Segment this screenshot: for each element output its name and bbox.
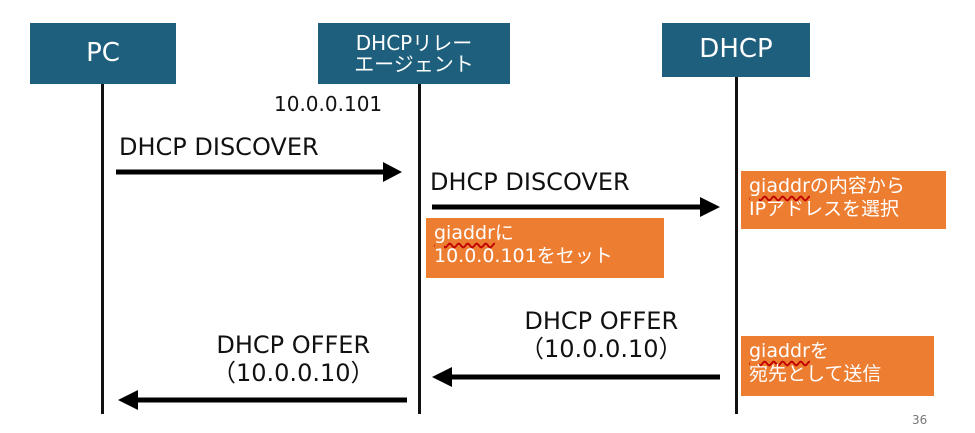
- note-server-select-line2: IPアドレスを選択: [749, 197, 900, 220]
- offer-label-server-to-relay-line2: （10.0.0.10）: [520, 334, 683, 363]
- giaddr-term: giaddr: [749, 175, 810, 197]
- offer-label-server-to-relay: DHCP OFFER （10.0.0.10）: [520, 307, 683, 363]
- note-relay-set-line2: 10.0.0.101をセット: [434, 244, 613, 267]
- dhcp-server-lifeline: [735, 77, 738, 414]
- offer-label-server-to-relay-line1: DHCP OFFER: [524, 307, 679, 335]
- relay-agent-label-line1: DHCPリレー: [355, 30, 473, 55]
- offer-label-relay-to-pc-line2: （10.0.0.10）: [212, 358, 375, 387]
- relay-agent-lifeline: [418, 84, 421, 414]
- note-server-select-ip: giaddrの内容から IPアドレスを選択: [741, 171, 946, 229]
- relay-agent-label-line2: エージェント: [354, 51, 474, 76]
- note-server-destination-line2: 宛先として送信: [749, 362, 882, 385]
- dhcp-server-node: DHCP: [662, 23, 810, 77]
- note-relay-set-giaddr: giaddrに 10.0.0.101をセット: [426, 218, 664, 278]
- dhcp-server-label: DHCP: [699, 34, 773, 65]
- offer-label-relay-to-pc: DHCP OFFER （10.0.0.10）: [212, 331, 375, 387]
- giaddr-term: giaddr: [749, 340, 810, 362]
- page-number: 36: [912, 413, 928, 427]
- offer-label-relay-to-pc-line1: DHCP OFFER: [216, 331, 371, 359]
- pc-node-label: PC: [86, 37, 120, 68]
- note-server-destination: giaddrを 宛先として送信: [741, 336, 934, 396]
- discover-label-pc-to-relay: DHCP DISCOVER: [119, 133, 319, 161]
- pc-node: PC: [30, 23, 176, 84]
- pc-lifeline: [101, 84, 104, 414]
- discover-label-relay-to-server: DHCP DISCOVER: [430, 168, 630, 196]
- giaddr-term: giaddr: [434, 222, 495, 244]
- relay-agent-node: DHCPリレー エージェント: [318, 23, 510, 84]
- relay-address-label: 10.0.0.101: [274, 92, 383, 116]
